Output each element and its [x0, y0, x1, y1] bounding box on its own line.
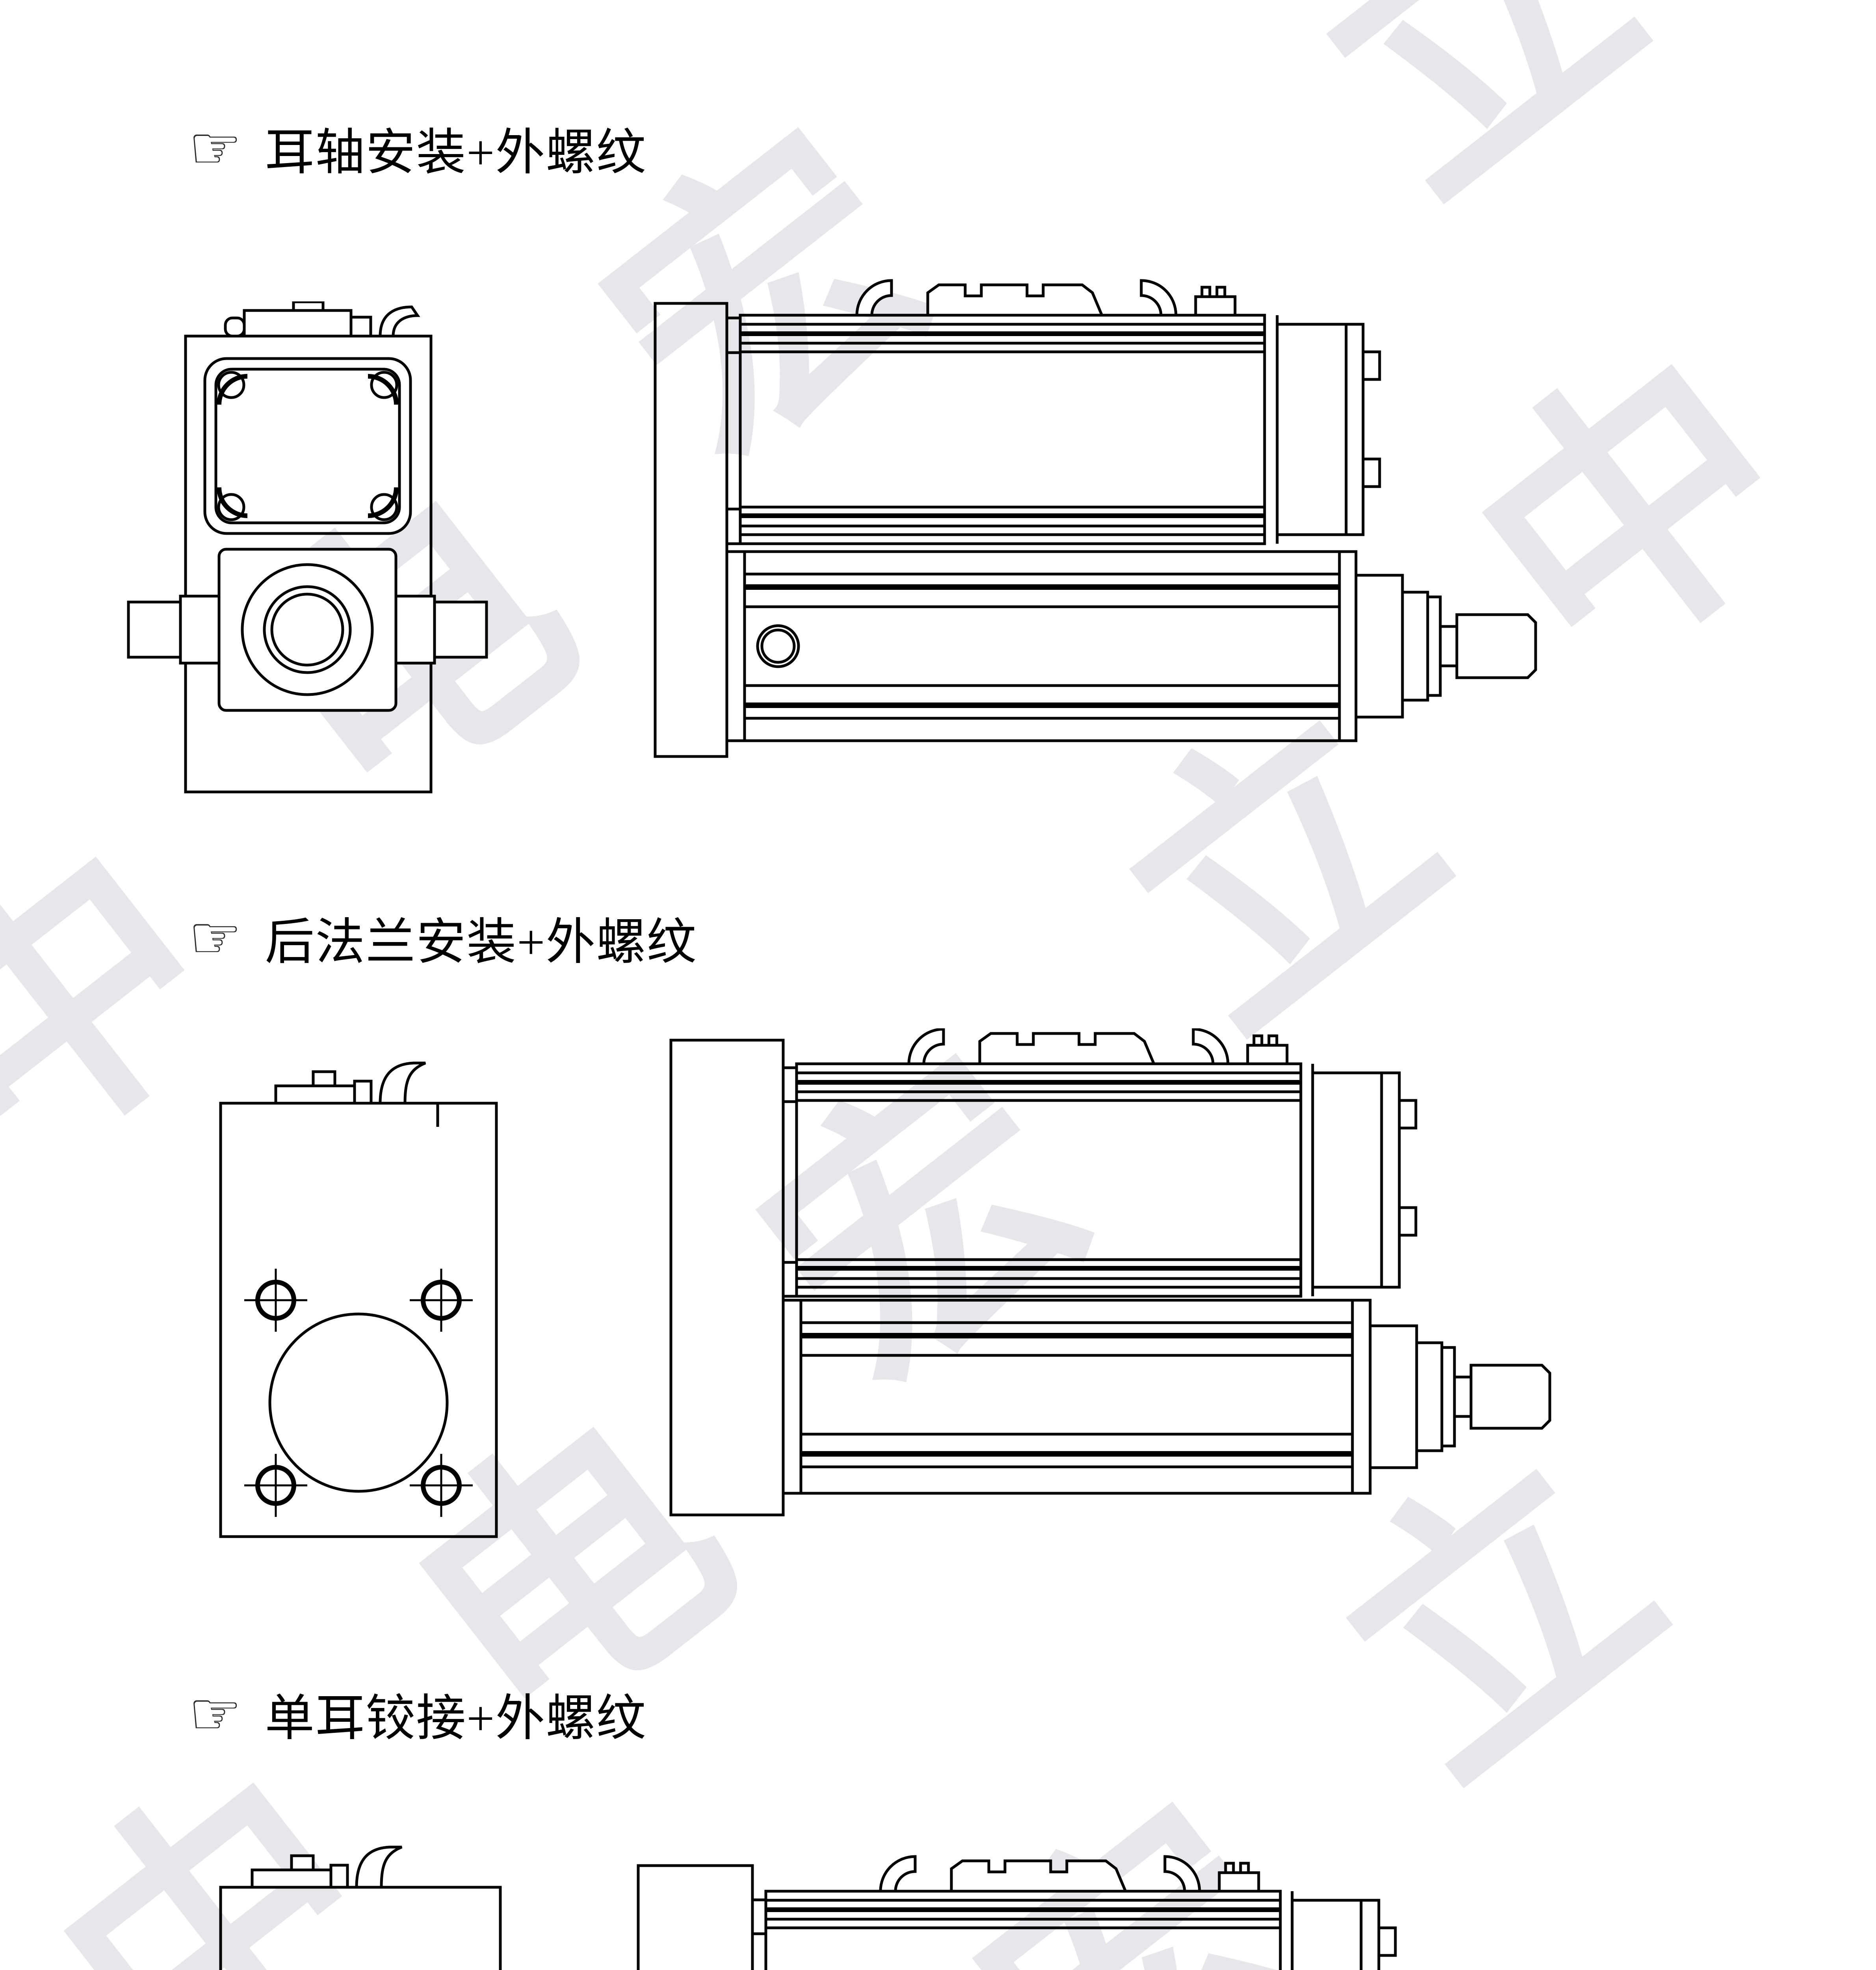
section-label: 后法兰安装+外螺纹 [265, 915, 697, 970]
rear-flange-side-view [669, 1028, 1551, 1517]
mounting-plate [637, 1864, 754, 1970]
rear-flange-front-view [219, 1061, 498, 1538]
cable-hooks [907, 1028, 1289, 1065]
bolt-holes [244, 1269, 473, 1517]
cylinder-barrel [782, 1299, 1372, 1495]
section-heading-single-ear: ☞ 单耳铰接+外螺纹 [188, 1679, 646, 1748]
trunnion-side-view [654, 279, 1537, 758]
cable-connector [224, 301, 420, 338]
section-heading-rear-flange: ☞ 后法兰安装+外螺纹 [188, 903, 697, 972]
section-label: 耳轴安装+外螺纹 [265, 125, 647, 180]
single-ear-side-view [637, 1855, 1397, 1970]
cylinder-barrel [725, 550, 1358, 742]
cable-connector [274, 1061, 439, 1127]
motor-body [782, 1062, 1417, 1298]
pointing-hand-icon: ☞ [188, 902, 242, 972]
rod-end-thread [1354, 574, 1537, 719]
cable-connector [251, 1845, 403, 1889]
motor-flange [203, 357, 412, 535]
trunnion-front-view [127, 301, 488, 794]
trunnion-block [217, 548, 397, 712]
mounting-plate [669, 1039, 785, 1517]
motor-body [751, 1890, 1397, 1970]
pointing-hand-icon: ☞ [188, 113, 242, 183]
motor-body [725, 314, 1381, 545]
pointing-hand-icon: ☞ [188, 1678, 242, 1749]
trunnion-pin-left [127, 595, 221, 665]
cable-hooks [879, 1855, 1260, 1893]
actuator-body [219, 1886, 502, 1970]
rod-end-thread [1369, 1324, 1551, 1469]
watermark-char: 立 [1260, 0, 1695, 253]
cylinder-bore [268, 1312, 449, 1493]
section-heading-trunnion: ☞ 耳轴安装+外螺纹 [188, 113, 646, 182]
cable-hooks [855, 279, 1237, 317]
section-label: 单耳铰接+外螺纹 [265, 1691, 647, 1746]
trunnion-pin-right [394, 595, 488, 665]
mounting-plate [654, 302, 728, 758]
single-ear-front-view [219, 1845, 502, 1970]
